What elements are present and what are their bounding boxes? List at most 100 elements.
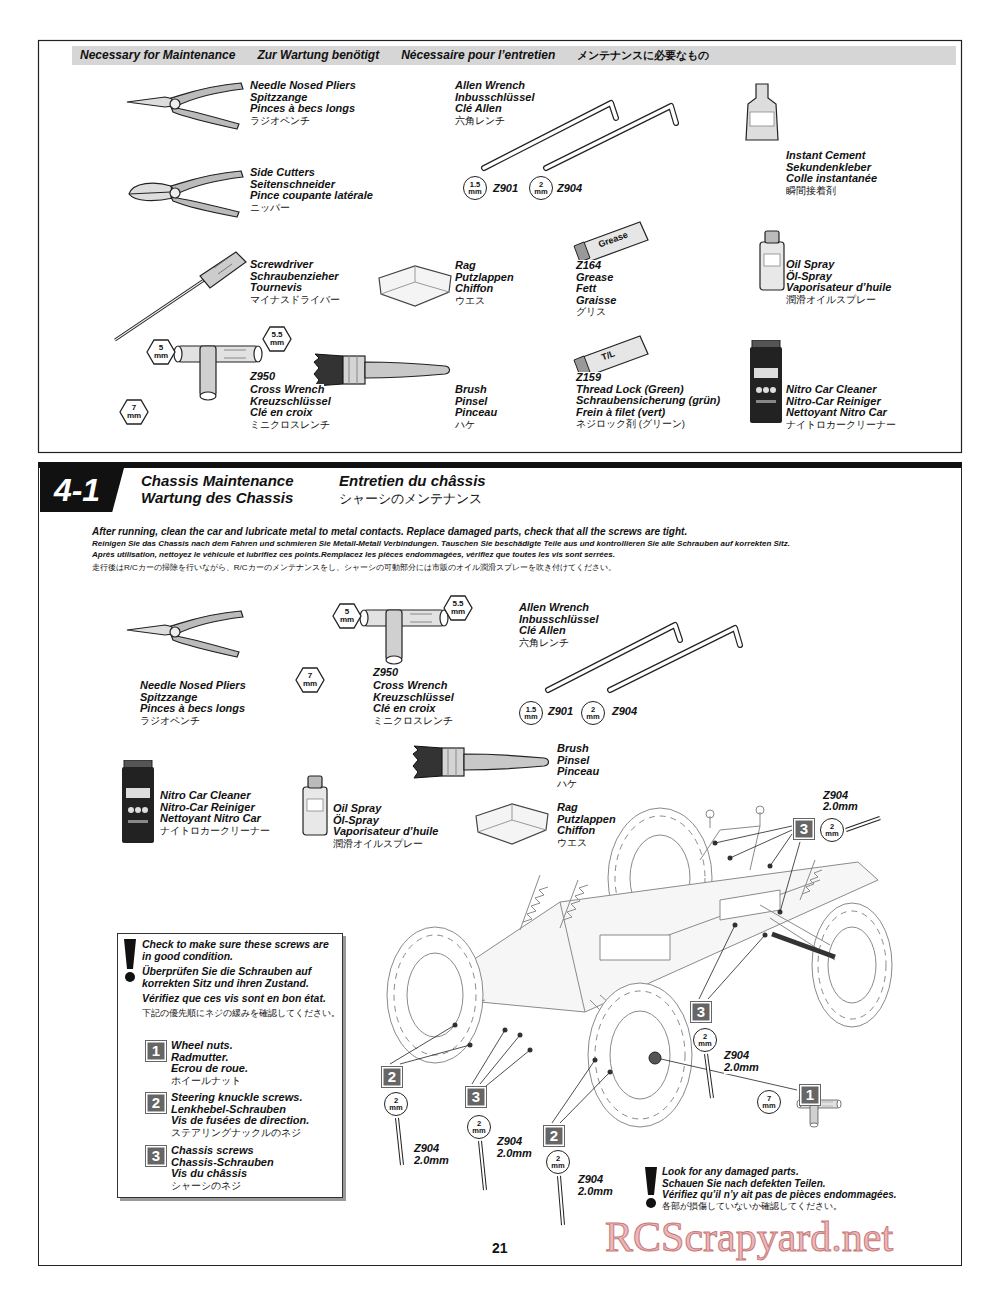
label-text: Kreuzschlüssel	[250, 396, 331, 408]
label-text: Tournevis	[250, 282, 302, 294]
label-text: Spitzzange	[250, 92, 307, 104]
label-text: Chiffon	[557, 825, 595, 837]
label-text: Brush	[557, 743, 589, 755]
label-text: Pinceau	[557, 766, 599, 778]
label-text: Nitro Car Cleaner	[786, 384, 876, 396]
label-text: Pinces à becs longs	[250, 103, 355, 115]
label-text: ラジオペンチ	[250, 115, 310, 127]
label-text: 潤滑オイルスプレー	[333, 838, 423, 850]
node-text: Zur Wartung benötigt	[257, 49, 379, 62]
size-hex: 7 mm	[300, 670, 320, 690]
label-text: 六角レンチ	[519, 637, 569, 649]
section-tools	[122, 596, 740, 844]
size-circle: 1.5 mm	[463, 176, 487, 200]
label-text: Side Cutters	[250, 167, 315, 179]
tube-label: Grease	[597, 230, 629, 250]
label-text: Spitzzange	[140, 692, 197, 704]
screwdriver	[115, 252, 246, 340]
label-text: Vis de fusées de direction.	[171, 1115, 309, 1127]
label-text: Clé Allen	[519, 625, 566, 637]
node-text: 1	[152, 1043, 160, 1059]
label-text: Z164	[576, 260, 601, 272]
size-hex: 5.5 mm	[448, 598, 468, 618]
label-text: 2.0mm	[414, 1155, 449, 1167]
label-text: Fett	[576, 283, 596, 295]
label-text: Inbusschlüssel	[455, 92, 534, 104]
label-text: Pinsel	[455, 396, 487, 408]
size-hex: 5 mm	[151, 342, 171, 362]
leader-lines	[390, 826, 800, 1123]
label-text: 2.0mm	[823, 801, 858, 813]
label-text: Steering knuckle screws.	[171, 1092, 302, 1104]
label-text: ホイールナット	[171, 1075, 241, 1087]
label-text: 潤滑オイルスプレー	[786, 294, 876, 306]
label-text: Inbusschlüssel	[519, 614, 598, 626]
label-text: 六角レンチ	[455, 115, 505, 127]
instruction-text: Après utilisation, nettoyez le véhicule …	[92, 550, 615, 560]
label-text: Frein à filet (vert)	[576, 407, 665, 419]
node-text: 3	[152, 1148, 160, 1164]
label-text: 2.0mm	[724, 1062, 759, 1074]
label-text: ミニクロスレンチ	[373, 715, 453, 727]
label-text: Z901	[548, 706, 573, 718]
node-text: 下記の優先順にネジの緩みを確認してください。	[142, 1007, 340, 1019]
label-text: Colle instantanée	[786, 173, 877, 185]
label-text: ネジロック剤 (グリーン)	[576, 418, 685, 430]
screw-points	[453, 841, 783, 1075]
label-text: Schraubensicherung (grün)	[576, 395, 720, 407]
header-band: Necessary for Maintenance Zur Wartung ben…	[72, 46, 956, 65]
label-text: ハケ	[455, 419, 475, 431]
threadlock-tube	[574, 336, 648, 376]
callout-number: 2	[382, 1067, 402, 1087]
label-text: Needle Nosed Pliers	[250, 80, 356, 92]
label-text: Vaporisateur d’huile	[333, 826, 438, 838]
node-text: Necessary for Maintenance	[80, 49, 235, 62]
label-text: Clé en croix	[373, 703, 435, 715]
label-text: Brush	[455, 384, 487, 396]
section-number-badge: 4-1	[40, 468, 124, 512]
label-text: 各部が損傷していないか確認してください。	[662, 1201, 842, 1213]
label-text: ステアリングナックルのネジ	[171, 1127, 301, 1139]
hex-bits	[397, 818, 880, 1225]
label-text: Wheel nuts.	[171, 1040, 233, 1052]
node-text: Check to make sure these screws are in g…	[142, 938, 340, 962]
label-text: Z904	[497, 1136, 522, 1148]
node-text: Vérifiez que ces vis sont en bon état.	[142, 992, 340, 1004]
label-text: Vis du châssis	[171, 1168, 247, 1180]
size-hex: 5 mm	[337, 606, 357, 626]
node-text: Wartung des Chassis	[141, 489, 293, 506]
size-hex: 5.5 mm	[267, 329, 287, 349]
label-text: Pinceau	[455, 407, 497, 419]
label-text: Needle Nosed Pliers	[140, 680, 246, 692]
label-text: Cross Wrench	[250, 384, 324, 396]
label-text: 2.0mm	[497, 1148, 532, 1160]
size-circle: 2 mm	[467, 1115, 491, 1139]
label-text: 2.0mm	[578, 1186, 613, 1198]
label-text: Z901	[493, 183, 518, 195]
label-text: Z159	[576, 372, 601, 384]
instruction-text: After running, clean the car and lubrica…	[92, 526, 687, 538]
label-text: Vérifiez qu’il n’y ait pas de pièces end…	[662, 1189, 897, 1201]
priority-number: 2	[146, 1093, 166, 1113]
label-text: Z950	[250, 371, 275, 383]
grease-tube	[574, 222, 648, 262]
instruction-text: 走行後はR/Cカーの掃除を行いながら、R/Cカーのメンテナンスをし、シャーシの可…	[92, 562, 616, 574]
label-text: Schraubenzieher	[250, 271, 339, 283]
size-circle: 2 mm	[820, 818, 844, 842]
label-text: Öl-Spray	[333, 815, 379, 827]
label-text: ラジオペンチ	[140, 715, 200, 727]
label-text: Instant Cement	[786, 150, 865, 162]
node-text: Überprüfen Sie die Schrauben auf korrekt…	[142, 965, 340, 989]
label-text: Screwdriver	[250, 259, 313, 271]
callout-number: 3	[794, 819, 814, 839]
label-text: Ecrou de roue.	[171, 1063, 248, 1075]
label-text: Nettoyant Nitro Car	[160, 813, 261, 825]
label-text: Öl-Spray	[786, 271, 832, 283]
label-text: Radmutter.	[171, 1052, 228, 1064]
label-text: ニッパー	[250, 202, 290, 214]
label-text: Putzlappen	[557, 814, 616, 826]
node-text: Nécessaire pour l’entretien	[401, 49, 555, 62]
watermark: RCScrapyard.net	[605, 1214, 893, 1260]
label-text: Chiffon	[455, 283, 493, 295]
size-circle: 2 mm	[529, 176, 553, 200]
